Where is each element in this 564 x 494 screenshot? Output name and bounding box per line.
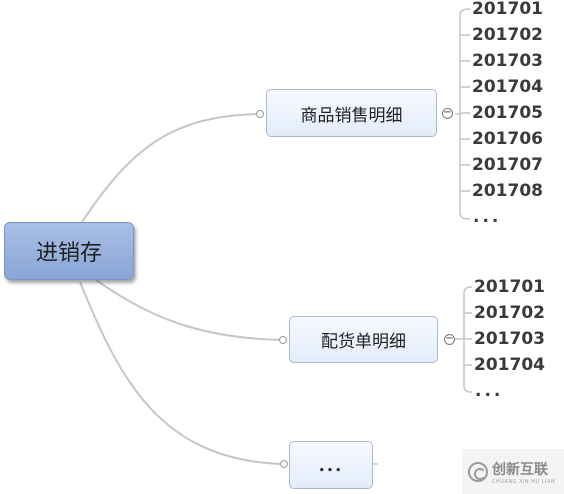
leaf-node[interactable]: 201703 <box>472 51 543 71</box>
branch-node-label: 配货单明细 <box>321 332 406 352</box>
leaf-node[interactable]: 201707 <box>472 155 543 175</box>
anchor-branch3 <box>280 460 288 468</box>
root-node[interactable]: 进销存 <box>4 222 134 280</box>
connector-root-branch3 <box>79 281 284 465</box>
leaf-node[interactable]: 201703 <box>474 329 545 349</box>
branch-node-label: 商品销售明细 <box>300 105 403 126</box>
root-node-label: 进销存 <box>35 241 102 266</box>
collapse-toggle-sales[interactable]: − <box>442 107 453 119</box>
leaf-node[interactable]: 201702 <box>474 303 545 323</box>
anchor-branch2 <box>279 336 287 344</box>
connector-root-branch1 <box>81 113 259 223</box>
connector-root-branch2 <box>95 279 283 341</box>
watermark-logo: 创新互联 CHUANG XIN HU LIAN <box>462 449 564 494</box>
branch-node-label: ... <box>318 454 344 476</box>
leaf-node-more[interactable]: ... <box>473 207 502 227</box>
branch-node-sales[interactable]: 商品销售明细 <box>266 89 437 137</box>
logo-icon <box>468 461 488 482</box>
leaf-node[interactable]: 201704 <box>472 77 543 97</box>
leaf-node[interactable]: 201704 <box>474 355 545 375</box>
watermark-text: 创新互联 <box>492 461 548 478</box>
leaf-node[interactable]: 201708 <box>472 181 543 201</box>
collapse-toggle-distribution[interactable]: − <box>444 333 455 345</box>
leaf-node[interactable]: 201701 <box>472 0 543 19</box>
bracket-branch1 <box>455 8 470 220</box>
watermark-subtext: CHUANG XIN HU LIAN <box>492 478 556 485</box>
leaf-node-more[interactable]: ... <box>475 381 504 401</box>
branch-node-distribution[interactable]: 配货单明细 <box>289 316 438 363</box>
leaf-node[interactable]: 201701 <box>474 277 545 297</box>
branch-node-more[interactable]: ... <box>289 441 373 489</box>
leaf-node[interactable]: 201702 <box>472 25 543 45</box>
anchor-branch1 <box>256 110 264 118</box>
leaf-node[interactable]: 201705 <box>472 103 543 123</box>
leaf-node[interactable]: 201706 <box>472 129 543 149</box>
